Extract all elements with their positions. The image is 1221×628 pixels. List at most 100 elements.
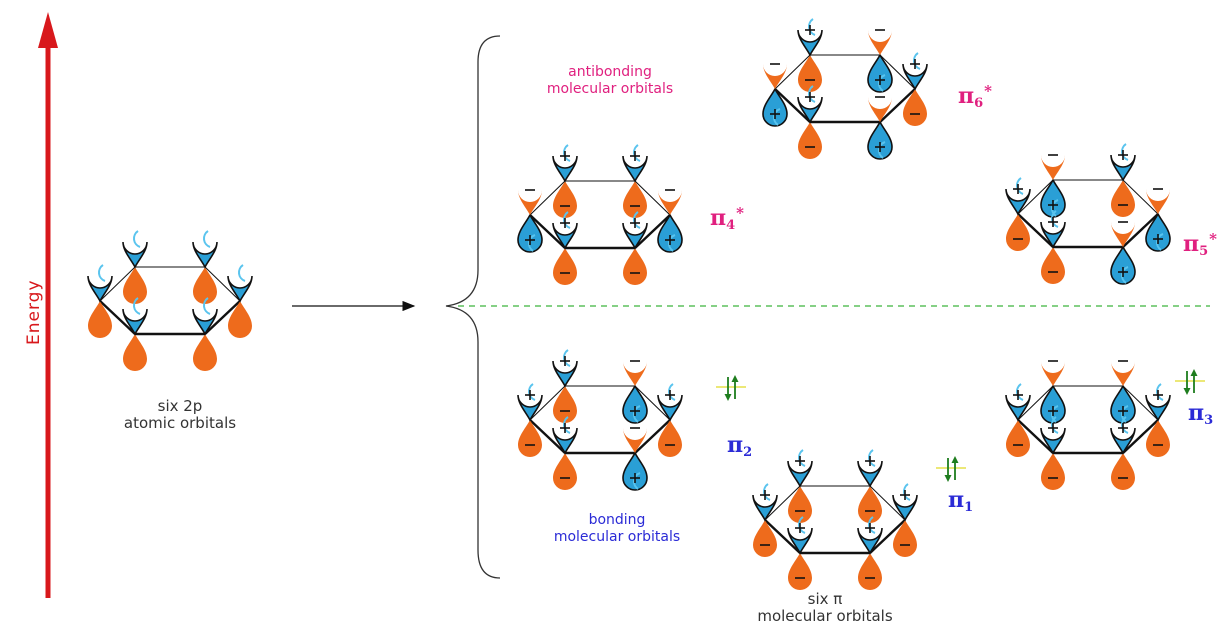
pi5-star: *	[1209, 230, 1218, 248]
pi1-subscript: 1	[964, 500, 974, 515]
pi5-orbital-atom2-lower-lobe	[1006, 214, 1030, 251]
pi4-orbital-atom1-upper-lobe-shine	[633, 144, 641, 162]
pi4-orbital-atom4-lower-lobe-shape	[553, 248, 577, 285]
pi3-orbital	[1005, 360, 1171, 490]
pi3-orbital-atom4-upper-lobe-shine	[1051, 416, 1059, 434]
pi6-orbital-atom2-upper-lobe-shape	[763, 64, 787, 89]
pi6-orbital-bond	[774, 54, 811, 90]
pi5-orbital-bond	[1017, 213, 1054, 248]
pi6-orbital-atom3-lower-lobe	[903, 89, 927, 126]
pi1-orbital-atom1-lower-lobe-shape	[858, 486, 882, 523]
pi2-orbital-atom2-lower-lobe	[518, 420, 542, 457]
pi3-orbital-atom4-upper-lobe	[1040, 416, 1066, 455]
pi4-orbital-atom4-lower-lobe	[553, 248, 577, 285]
pi1-orbital-atom4-upper-lobe-shape	[787, 527, 813, 555]
pi2-orbital-atom5-lower-lobe-shape	[622, 451, 648, 491]
pi2-electron-pair	[716, 375, 746, 401]
mo-brace	[445, 35, 501, 579]
atomic-p-orbitals-atom3-upper-lobe-shape	[227, 275, 253, 303]
pi4-orbital-bond	[529, 214, 566, 249]
pi4-orbital-atom4-upper-lobe-shine	[563, 211, 571, 229]
antibonding-caption-line1: antibonding	[568, 64, 652, 80]
pi5-orbital-atom2-upper-lobe-shape	[1005, 188, 1031, 216]
pi2-orbital-atom0-upper-lobe-shine	[563, 349, 571, 367]
pi3-symbol: π	[1188, 400, 1205, 426]
pi4-orbital-atom0-upper-lobe	[552, 144, 578, 183]
pi2-orbital-atom4-upper-lobe-shape	[552, 427, 578, 455]
pi1-orbital-bond	[764, 519, 801, 554]
pi3-subscript: 3	[1204, 413, 1214, 428]
pi4-star: *	[736, 204, 745, 222]
pi5-orbital-bond	[1017, 179, 1054, 215]
pi3-orbital-atom3-upper-lobe-shine	[1156, 383, 1164, 401]
pi4-orbital-atom1-lower-lobe	[623, 181, 647, 218]
atomic-p-orbitals-atom1-lower-lobe	[193, 267, 217, 304]
pi6-orbital-atom5-lower-lobe-shape	[867, 120, 893, 160]
pi6-symbol: π	[958, 83, 975, 109]
pi6-orbital-atom1-lower-lobe-shape	[867, 53, 893, 93]
pi2-orbital-atom0-lower-lobe	[553, 386, 577, 423]
pi1-orbital-atom5-lower-lobe-shape	[858, 553, 882, 590]
pi2-orbital-atom3-lower-lobe-shape	[658, 420, 682, 457]
pi-orbitals-caption: six π molecular orbitals	[745, 591, 905, 625]
atomic-p-orbitals-bond	[99, 266, 136, 302]
pi5-orbital-atom1-upper-lobe	[1110, 143, 1136, 182]
bonding-caption: bonding molecular orbitals	[527, 512, 707, 546]
pi2-symbol: π	[727, 432, 744, 458]
atomic-p-orbitals-atom5-upper-lobe	[192, 297, 218, 336]
pi2-orbital-atom4-upper-lobe	[552, 416, 578, 455]
pi1-orbital-atom2-upper-lobe-shine	[763, 483, 771, 501]
pi6-orbital-atom3-lower-lobe-shape	[903, 89, 927, 126]
pi5-orbital-atom2-lower-lobe-shape	[1006, 214, 1030, 251]
pi4-orbital-atom0-lower-lobe	[553, 181, 577, 218]
atomic-p-orbitals-atom1-lower-lobe-shape	[193, 267, 217, 304]
pi1-symbol: π	[948, 487, 965, 513]
pi1-orbital-atom1-upper-lobe-shape	[857, 460, 883, 488]
pi6-star: *	[984, 82, 993, 100]
pi4-orbital-atom0-upper-lobe-shine	[563, 144, 571, 162]
pi6-orbital-atom0-upper-lobe-shape	[797, 29, 823, 57]
pi2-orbital-atom1-upper-lobe	[623, 360, 647, 386]
pi6-orbital-atom3-upper-lobe-shine	[913, 52, 921, 70]
pi2-orbital-bond	[634, 419, 671, 454]
pi2-orbital-atom1-lower-lobe	[622, 384, 648, 424]
pi4-orbital-atom5-lower-lobe-shape	[623, 248, 647, 285]
atomic-p-orbitals-atom5-lower-lobe	[193, 334, 217, 371]
atomic-p-orbitals-bond	[99, 300, 136, 335]
pi6-orbital-atom4-upper-lobe-shine	[808, 85, 816, 103]
pi2-orbital-atom5-upper-lobe	[623, 427, 647, 453]
pi3-orbital-atom3-lower-lobe	[1146, 420, 1170, 457]
pi6-orbital-atom5-upper-lobe-shape	[868, 97, 892, 122]
pi4-orbital-atom3-lower-lobe-shape	[657, 213, 683, 253]
pi6-orbital-bond	[879, 54, 916, 90]
pi2-orbital-bond	[529, 385, 566, 421]
pi3-electron-pair	[1175, 369, 1205, 395]
pi1-orbital-atom2-lower-lobe	[753, 520, 777, 557]
pi4-orbital-atom2-upper-lobe-shape	[518, 190, 542, 215]
pi6-orbital-atom2-lower-lobe	[762, 87, 788, 127]
energy-axis	[38, 12, 58, 598]
pi5-orbital-atom1-lower-lobe-shape	[1111, 180, 1135, 217]
pi3-label: π3	[1188, 402, 1213, 432]
pi5-subscript: 5	[1199, 244, 1209, 259]
pi6-orbital-atom3-upper-lobe	[902, 52, 928, 91]
bonding-caption-line2: molecular orbitals	[553, 529, 681, 545]
atomic-p-orbitals-atom0-upper-lobe-shape	[122, 241, 148, 269]
pi1-orbital-atom4-upper-lobe-shine	[798, 516, 806, 534]
pi2-orbital	[517, 349, 683, 491]
pi1-orbital-atom4-lower-lobe-shape	[788, 553, 812, 590]
pi1-orbital-bond	[869, 519, 906, 554]
pi1-orbital-atom0-upper-lobe-shine	[798, 449, 806, 467]
pi3-orbital-atom2-upper-lobe	[1005, 383, 1031, 422]
pi3-orbital-bond	[1017, 419, 1054, 454]
pi5-orbital-atom0-upper-lobe-shape	[1041, 155, 1065, 180]
pi2-orbital-atom2-upper-lobe	[517, 383, 543, 422]
pi4-orbital-atom1-upper-lobe-shape	[622, 155, 648, 183]
atomic-p-orbitals-atom2-upper-lobe-shine	[98, 264, 106, 282]
pi4-orbital-bond	[634, 180, 671, 216]
pi6-orbital-atom1-lower-lobe	[867, 53, 893, 93]
pi4-orbital-atom2-lower-lobe-shape	[517, 213, 543, 253]
pi2-orbital-atom4-upper-lobe-shine	[563, 416, 571, 434]
pi3-orbital-atom1-lower-lobe	[1110, 384, 1136, 424]
